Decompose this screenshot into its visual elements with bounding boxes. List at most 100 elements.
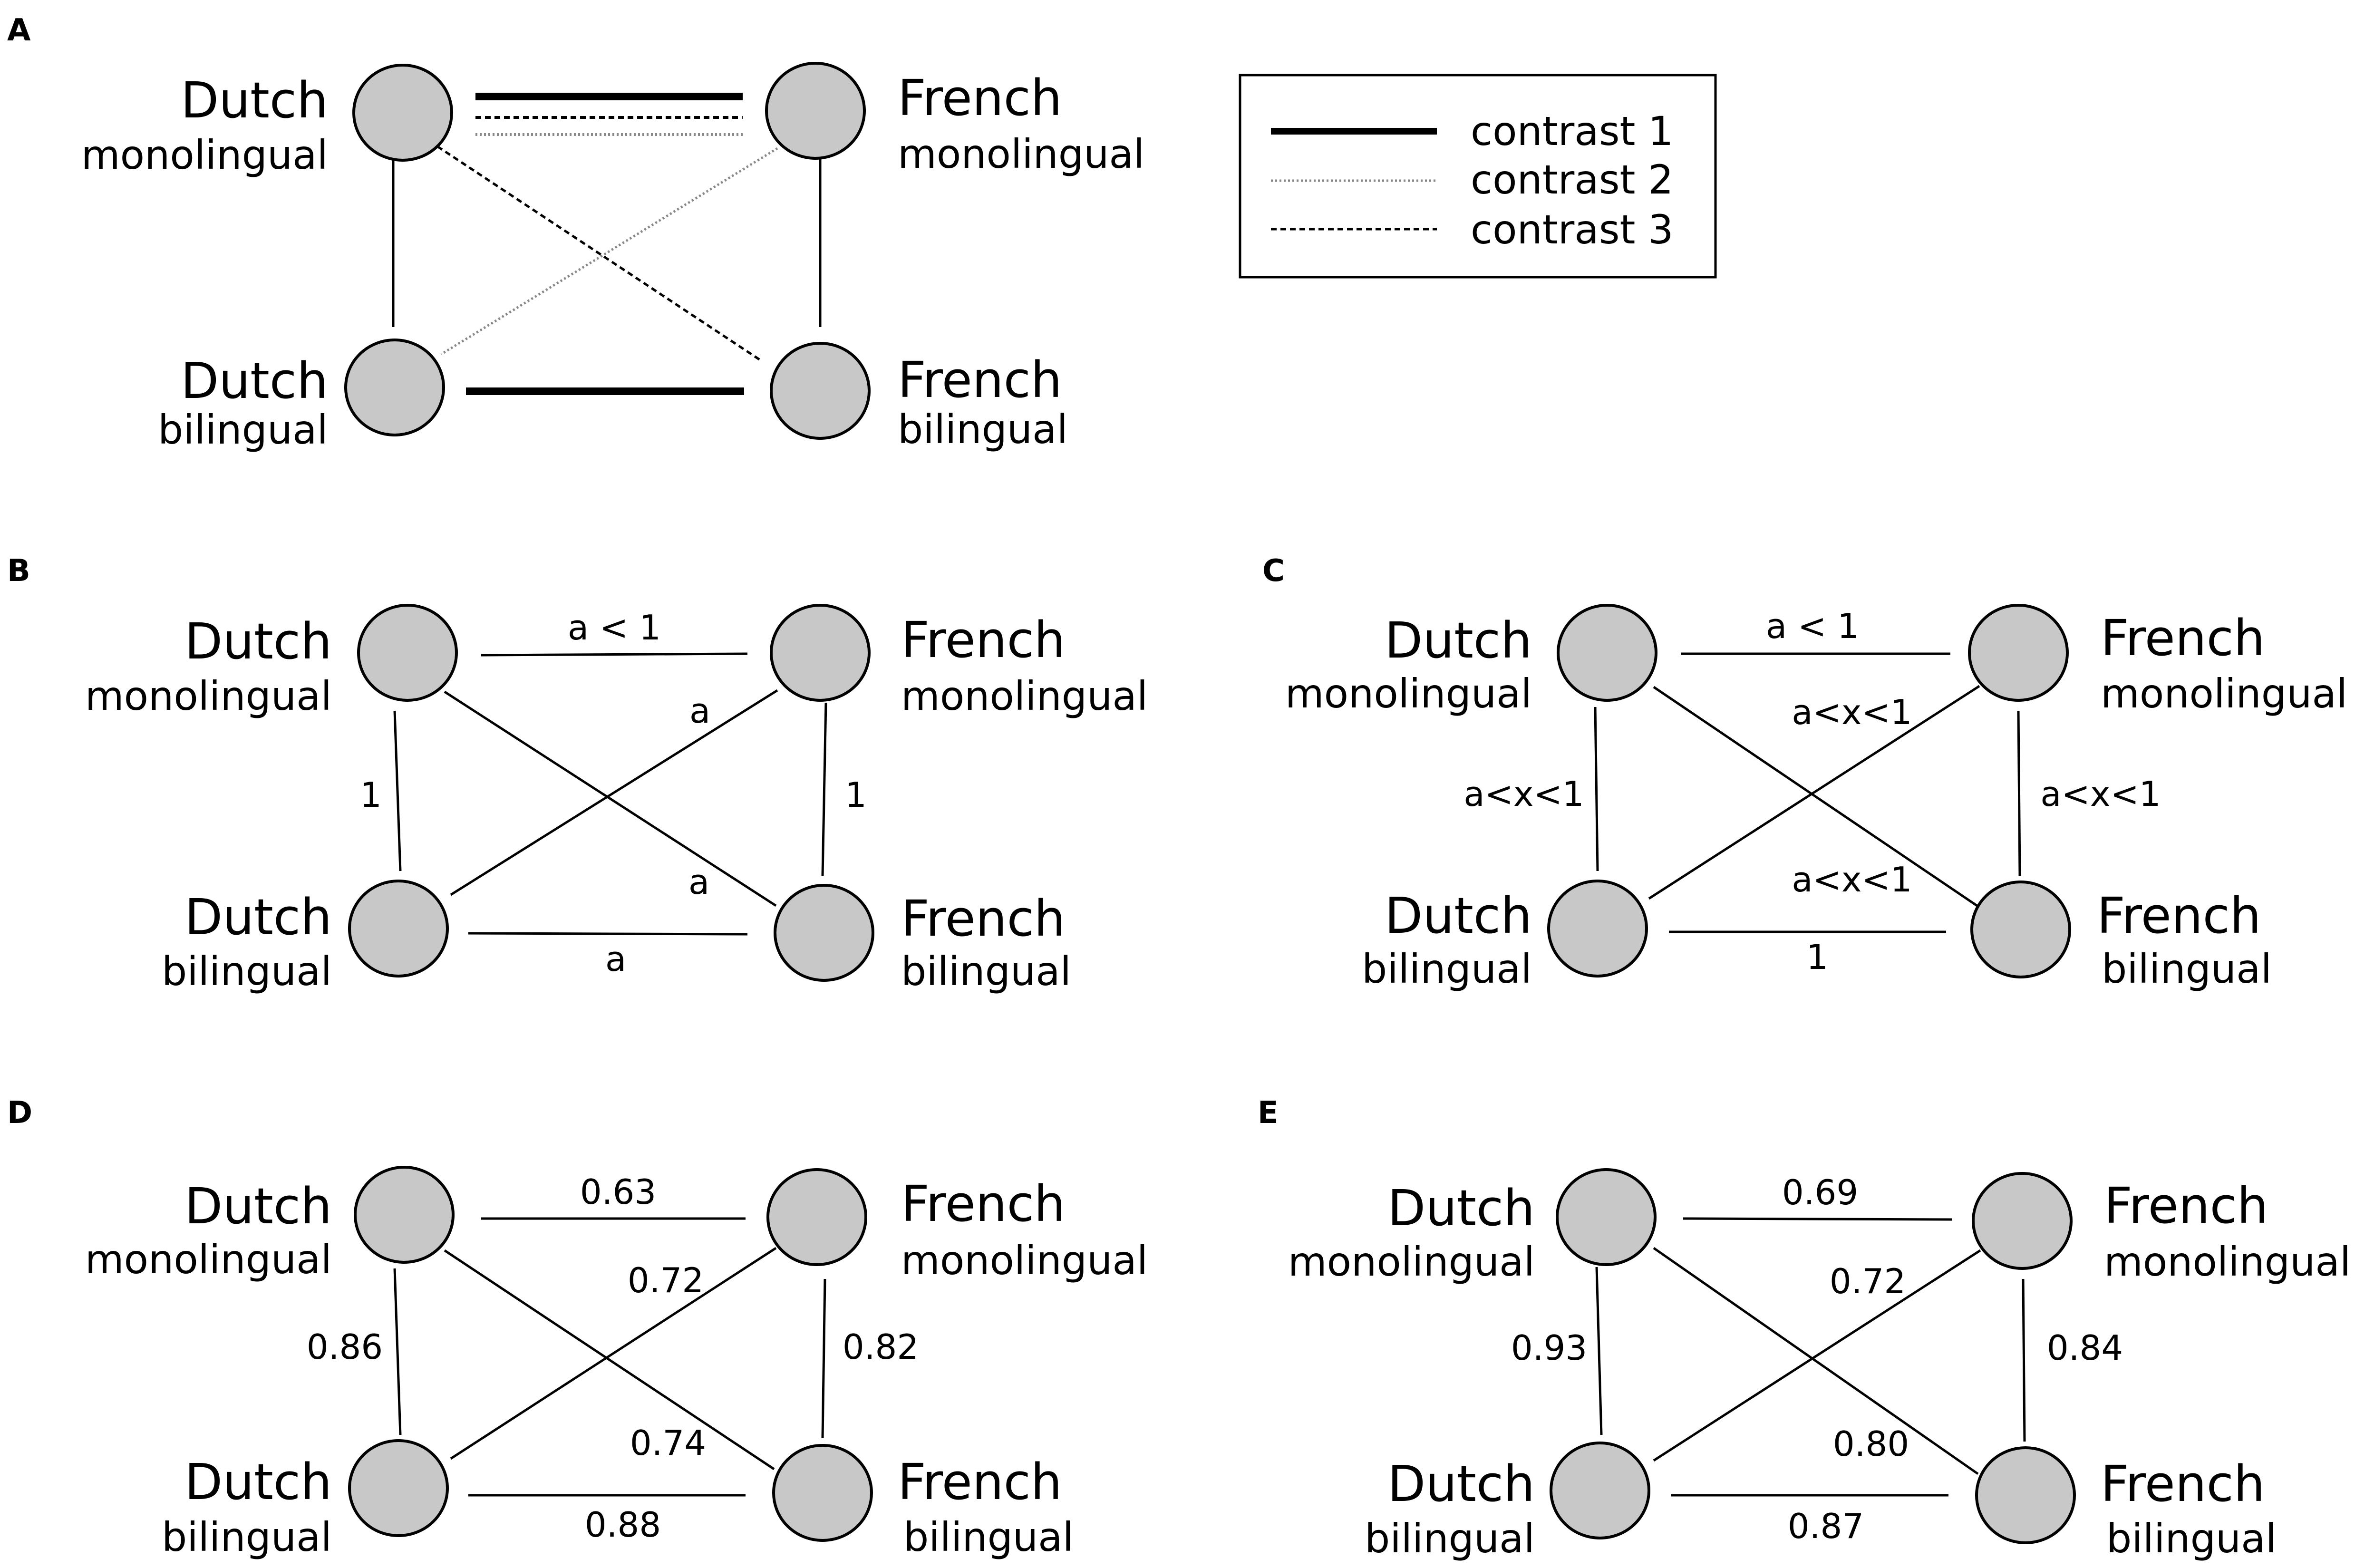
edge-d-left [393, 1268, 402, 1435]
node-a-dutch-monolingual [352, 64, 453, 162]
label-d-db-lang: Dutch [184, 1453, 332, 1511]
label-a-db-lang: Dutch [181, 352, 328, 410]
panel-letter-d: D [7, 1095, 32, 1131]
label-d-dm-lang: Dutch [184, 1177, 332, 1235]
edge-e-diag-up [1653, 1249, 1981, 1462]
edge-label-e-right: 0.84 [2047, 1328, 2123, 1368]
legend-label-contrast2: contrast 2 [1471, 156, 1674, 203]
edge-label-d-top: 0.63 [580, 1172, 656, 1212]
edge-label-d-diag-up: 0.72 [628, 1260, 704, 1300]
label-d-db-group: bilingual [162, 1514, 332, 1560]
label-e-fb-group: bilingual [2106, 1515, 2277, 1562]
node-d-french-bilingual [772, 1444, 873, 1542]
label-b-fb-group: bilingual [901, 948, 1071, 995]
panel-letter-a: A [7, 13, 31, 48]
panel-e: E Dutch monolingual French monolingual D… [1258, 1095, 2351, 1562]
edge-b-bottom [468, 932, 748, 936]
edge-a-contrast2-diag [440, 147, 778, 356]
panel-letter-b: B [7, 553, 30, 589]
edge-b-right [821, 702, 827, 876]
edge-label-c-right: a<x<1 [2040, 774, 2161, 814]
label-a-dm-group: monolingual [81, 132, 328, 178]
label-d-fb-lang: French [898, 1453, 1062, 1511]
edge-e-top [1683, 1217, 1952, 1221]
edge-c-diag-up [1648, 685, 1980, 900]
node-a-dutch-bilingual [344, 339, 445, 436]
node-a-french-bilingual [770, 342, 871, 440]
label-d-fm-group: monolingual [901, 1237, 1148, 1284]
edge-label-c-left: a<x<1 [1463, 774, 1584, 814]
edge-label-b-diag-up: a [689, 691, 710, 731]
edge-a-contrast3-diag [436, 145, 762, 362]
label-b-dm-lang: Dutch [184, 612, 332, 670]
label-b-dm-group: monolingual [85, 673, 332, 719]
legend-box [1239, 74, 1717, 279]
edge-label-c-diag-up: a<x<1 [1792, 692, 1912, 732]
edge-label-d-left: 0.86 [307, 1327, 383, 1367]
edge-label-b-left: 1 [360, 775, 382, 815]
edge-d-diag-down [444, 1249, 775, 1471]
label-c-dm-lang: Dutch [1385, 611, 1532, 669]
node-c-dutch-monolingual [1557, 604, 1657, 702]
edge-b-diag-down [444, 690, 777, 907]
panel-b: B Dutch monolingual French monolingual D… [7, 553, 1148, 995]
node-d-french-monolingual [766, 1168, 867, 1266]
label-a-fm-group: monolingual [898, 131, 1144, 177]
edge-label-d-right: 0.82 [843, 1327, 919, 1367]
legend: contrast 1 contrast 2 contrast 3 [1239, 74, 1717, 279]
edge-c-left [1594, 707, 1599, 871]
edge-e-left [1595, 1267, 1603, 1435]
edge-label-c-bottom: 1 [1806, 937, 1828, 977]
panel-c: C Dutch monolingual French monolingual D… [1262, 553, 2347, 992]
edge-label-b-top: a < 1 [568, 608, 661, 648]
edge-e-right [2022, 1278, 2026, 1442]
legend-label-contrast1: contrast 1 [1471, 108, 1674, 155]
label-e-fm-group: monolingual [2104, 1239, 2351, 1285]
edge-d-right [821, 1278, 826, 1439]
label-a-fm-lang: French [898, 69, 1062, 127]
label-a-fb-lang: French [898, 351, 1062, 409]
label-a-dm-lang: Dutch [181, 71, 328, 129]
edge-label-e-bottom: 0.87 [1788, 1506, 1864, 1546]
label-e-fm-lang: French [2104, 1177, 2268, 1235]
edge-c-diag-down [1653, 686, 1978, 907]
node-b-dutch-bilingual [348, 880, 449, 978]
label-e-fb-lang: French [2101, 1455, 2265, 1513]
label-a-fb-group: bilingual [898, 406, 1068, 453]
label-e-dm-lang: Dutch [1387, 1179, 1535, 1237]
edge-label-e-diag-down: 0.80 [1833, 1424, 1909, 1464]
label-c-fm-lang: French [2101, 609, 2265, 667]
edge-label-e-top: 0.69 [1782, 1172, 1858, 1212]
node-b-french-monolingual [770, 604, 871, 702]
edge-label-e-left: 0.93 [1511, 1328, 1587, 1368]
label-e-dm-group: monolingual [1288, 1239, 1535, 1285]
label-c-fm-group: monolingual [2101, 670, 2347, 717]
label-a-db-group: bilingual [158, 407, 328, 453]
edge-label-d-bottom: 0.88 [585, 1505, 661, 1545]
panel-letter-c: C [1262, 553, 1285, 589]
node-b-french-bilingual [774, 884, 874, 982]
label-c-fb-group: bilingual [2102, 946, 2272, 992]
node-c-french-monolingual [1968, 604, 2069, 702]
label-b-fm-group: monolingual [901, 673, 1148, 719]
label-b-fb-lang: French [901, 890, 1066, 948]
node-e-french-bilingual [1975, 1446, 2076, 1544]
edge-label-b-diag-down: a [688, 862, 709, 902]
edge-label-b-right: 1 [845, 775, 867, 815]
panel-a: A Dutch monolingual French monolingual D… [7, 13, 1144, 453]
node-e-dutch-monolingual [1556, 1168, 1657, 1266]
panel-d: D Dutch monolingual French monolingual D… [7, 1095, 1148, 1560]
edge-e-diag-down [1653, 1247, 1979, 1475]
node-c-french-bilingual [1970, 881, 2071, 978]
node-e-french-monolingual [1972, 1172, 2073, 1270]
label-c-db-group: bilingual [1362, 946, 1532, 992]
label-b-fm-lang: French [901, 611, 1066, 669]
label-d-fm-lang: French [901, 1175, 1066, 1233]
edge-b-diag-up [450, 689, 778, 896]
edge-label-c-diag-down: a<x<1 [1792, 860, 1912, 900]
label-e-db-lang: Dutch [1387, 1455, 1535, 1513]
legend-label-contrast3: contrast 3 [1471, 206, 1674, 253]
node-e-dutch-bilingual [1550, 1442, 1650, 1539]
label-e-db-group: bilingual [1365, 1515, 1535, 1562]
